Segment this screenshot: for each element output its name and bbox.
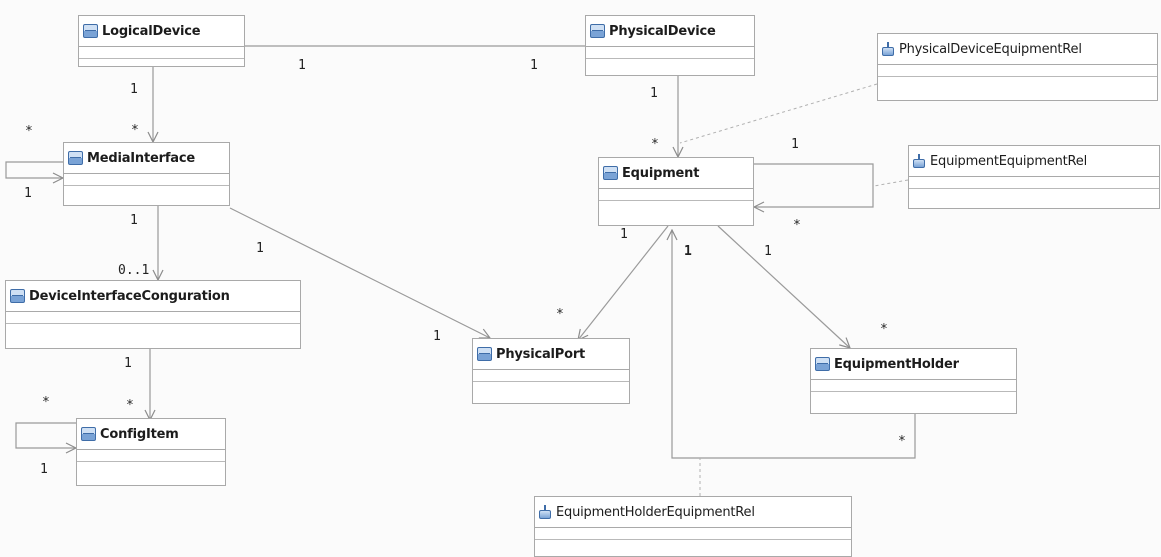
relclass-equipment-equipment-rel[interactable]: EquipmentEquipmentRel	[908, 145, 1160, 209]
class-physical-device[interactable]: PhysicalDevice	[585, 15, 755, 76]
multiplicity-label: 1	[530, 58, 538, 73]
multiplicity-label: 1	[24, 186, 32, 201]
multiplicity-label: 1	[791, 137, 799, 152]
class-name: EquipmentHolderEquipmentRel	[556, 504, 755, 520]
relclass-link-physical-equipment	[679, 83, 878, 144]
multiplicity-label: 1	[40, 462, 48, 477]
multiplicity-label: 1	[764, 244, 772, 259]
class-equipment-holder[interactable]: EquipmentHolder	[810, 348, 1017, 414]
multiplicity-label: *	[556, 307, 564, 322]
multiplicity-label: *	[793, 218, 801, 233]
assoc-equipment-port[interactable]	[578, 225, 669, 340]
multiplicity-label: *	[126, 398, 134, 413]
relclass-link-equipment-self	[873, 179, 909, 187]
multiplicity-label: 1	[256, 241, 264, 256]
class-name: EquipmentHolder	[834, 356, 959, 372]
class-config-item[interactable]: ConfigItem	[76, 418, 226, 486]
multiplicity-label: 1	[124, 356, 132, 371]
class-name: PhysicalPort	[496, 346, 586, 362]
class-logical-device[interactable]: LogicalDevice	[78, 15, 245, 67]
relclass-equipment-holder-equipment-rel[interactable]: EquipmentHolderEquipmentRel	[534, 496, 852, 557]
association-class-icon	[882, 42, 894, 56]
association-class-icon	[539, 505, 551, 519]
multiplicity-label: 1	[620, 227, 628, 242]
multiplicity-label: *	[25, 124, 33, 139]
relclass-physical-device-equipment-rel[interactable]: PhysicalDeviceEquipmentRel	[877, 33, 1158, 101]
class-name: PhysicalDevice	[609, 23, 716, 39]
assoc-holder-equipment[interactable]	[672, 230, 916, 459]
multiplicity-label: 1	[130, 82, 138, 97]
class-icon	[81, 427, 96, 441]
assoc-media-port[interactable]	[229, 207, 490, 338]
class-device-interface-conguration[interactable]: DeviceInterfaceConguration	[5, 280, 301, 349]
multiplicity-label: 1	[650, 86, 658, 101]
multiplicity-label: 0..1	[118, 263, 150, 278]
assoc-media-self[interactable]	[5, 161, 63, 178]
assoc-equipment-self[interactable]	[754, 163, 874, 207]
multiplicity-label: *	[651, 137, 659, 152]
assoc-equipment-holder[interactable]	[717, 225, 850, 348]
multiplicity-label: 1	[684, 244, 692, 259]
multiplicity-label: 1	[298, 58, 306, 73]
class-equipment[interactable]: Equipment	[598, 157, 754, 226]
association-class-icon	[913, 154, 925, 168]
class-icon	[10, 289, 25, 303]
class-media-interface[interactable]: MediaInterface	[63, 142, 230, 206]
class-icon	[83, 24, 98, 38]
class-name: EquipmentEquipmentRel	[930, 153, 1087, 169]
class-name: LogicalDevice	[102, 23, 201, 39]
class-icon	[477, 347, 492, 361]
class-icon	[815, 357, 830, 371]
class-icon	[590, 24, 605, 38]
multiplicity-label: *	[898, 434, 906, 449]
class-name: MediaInterface	[87, 150, 195, 166]
multiplicity-label: *	[42, 395, 50, 410]
class-name: PhysicalDeviceEquipmentRel	[899, 41, 1082, 57]
assoc-config-self[interactable]	[15, 422, 76, 448]
multiplicity-label: *	[880, 322, 888, 337]
class-icon	[603, 166, 618, 180]
multiplicity-label: *	[131, 123, 139, 138]
class-physical-port[interactable]: PhysicalPort	[472, 338, 630, 404]
multiplicity-label: 1	[130, 213, 138, 228]
class-icon	[68, 151, 83, 165]
class-name: DeviceInterfaceConguration	[29, 288, 230, 304]
class-name: Equipment	[622, 165, 700, 181]
multiplicity-label: 1	[433, 329, 441, 344]
class-name: ConfigItem	[100, 426, 179, 442]
